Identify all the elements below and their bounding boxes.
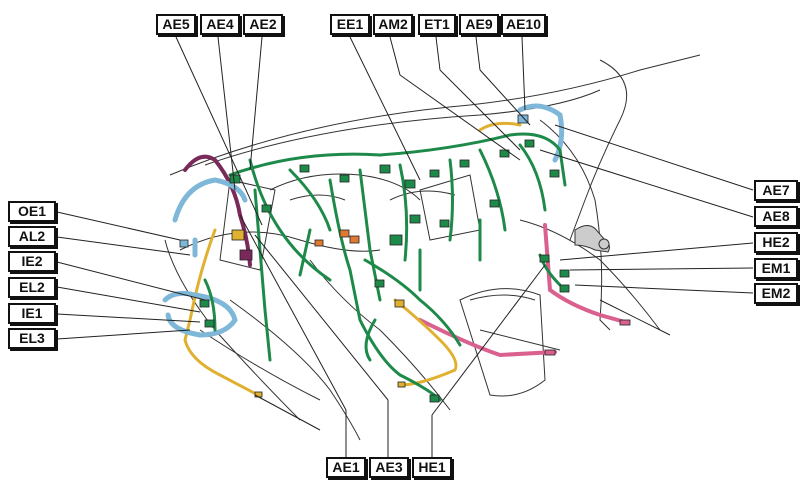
connector	[619, 319, 631, 326]
connector	[549, 169, 560, 178]
connector	[559, 269, 570, 278]
label-am2: AM2	[373, 14, 413, 35]
label-ae8: AE8	[754, 206, 798, 227]
label-ae1: AE1	[326, 457, 366, 478]
label-ie2: IE2	[8, 251, 56, 272]
label-ae9: AE9	[459, 14, 499, 35]
label-ie1: IE1	[8, 303, 56, 324]
connector	[559, 284, 570, 293]
pink-harness	[418, 223, 627, 358]
connector	[374, 279, 385, 288]
label-oe1: OE1	[8, 201, 56, 222]
label-he2: HE2	[754, 232, 798, 253]
interior-outline	[164, 54, 701, 441]
connector	[231, 229, 245, 241]
connector	[459, 159, 470, 168]
label-et1: ET1	[418, 14, 456, 35]
connector	[239, 249, 253, 261]
yellow-harness	[183, 121, 522, 397]
hose-assembly	[574, 225, 610, 253]
main-green-harness	[203, 132, 567, 402]
connector	[397, 381, 406, 388]
label-ae2: AE2	[243, 14, 283, 35]
connector	[517, 114, 529, 124]
connector	[539, 254, 550, 263]
label-ae4: AE4	[200, 14, 240, 35]
connector	[404, 179, 416, 189]
connector	[339, 229, 350, 238]
label-al2: AL2	[8, 226, 56, 247]
connector	[524, 139, 535, 148]
label-el2: EL2	[8, 277, 56, 298]
label-em2: EM2	[754, 283, 798, 304]
label-em1: EM1	[754, 258, 798, 279]
connector	[349, 235, 360, 244]
connector	[389, 234, 403, 246]
connector	[429, 169, 440, 178]
connector	[379, 164, 391, 174]
label-ae3: AE3	[369, 457, 409, 478]
connector	[199, 299, 210, 308]
connector	[429, 394, 440, 403]
label-ae7: AE7	[754, 180, 798, 201]
connector	[409, 214, 421, 224]
label-ae5: AE5	[156, 14, 196, 35]
label-ee1: EE1	[330, 14, 370, 35]
connector	[204, 319, 215, 328]
connector	[229, 174, 241, 184]
connector	[299, 164, 310, 173]
connector	[439, 219, 450, 228]
label-he1: HE1	[412, 457, 452, 478]
connector	[339, 174, 350, 183]
leader-lines	[56, 36, 754, 457]
connector	[179, 239, 189, 248]
connector	[489, 199, 500, 208]
label-ae10: AE10	[501, 14, 546, 35]
connector	[544, 349, 556, 356]
connector	[254, 391, 263, 398]
connector	[394, 299, 405, 308]
label-el3: EL3	[8, 328, 56, 349]
connector	[314, 239, 324, 247]
connector	[499, 149, 510, 158]
connectors	[179, 114, 631, 403]
connector	[261, 204, 272, 213]
